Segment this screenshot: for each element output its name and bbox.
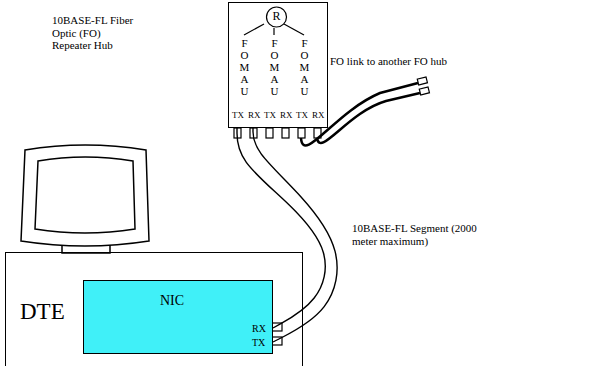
bus-line [273,28,274,35]
repeater-circle: R [264,6,289,28]
port-label: TX [252,337,265,348]
dte-computer: NIC RX TX DTE [5,252,303,366]
monitor-bezel [21,145,149,246]
fiber-end [417,77,427,85]
port-label: RX [248,111,261,121]
port-label: RX [252,323,266,334]
dte-label: DTE [20,299,65,324]
port-plugs [234,128,321,138]
segment-callout: 10BASE-FL Segment (2000 meter maximum) [352,222,480,247]
bus-line [244,24,264,35]
repeater-letter: R [264,10,289,23]
fo-link-cable [301,83,420,146]
monitor-screen [35,157,135,233]
hub-callout: 10BASE-FL Fiber Optic (FO) Repeater Hub [52,14,136,52]
port-plug [282,128,289,138]
fiber [317,93,420,143]
repeater-hub: RFOMAUFOMAUFOMAUTXRXTXRXTXRX [228,2,328,128]
port-plug [298,128,305,138]
port-label: TX [296,111,308,121]
fiber-end [419,87,429,95]
port-label: RX [280,111,293,121]
nic-card: NIC RX TX [83,280,273,354]
fomau-label: FOMAU [269,37,280,97]
port-label: TX [232,111,244,121]
link-callout: FO link to another FO hub [330,55,500,68]
fomau-label: FOMAU [299,37,310,97]
port-plug [266,128,273,138]
nic-label: NIC [160,293,184,308]
fomau-label: FOMAU [239,37,250,97]
bus-line [284,24,304,35]
port-label: TX [264,111,276,121]
monitor [21,145,149,253]
port-label: RX [312,111,325,121]
fiber-ends [417,77,429,95]
